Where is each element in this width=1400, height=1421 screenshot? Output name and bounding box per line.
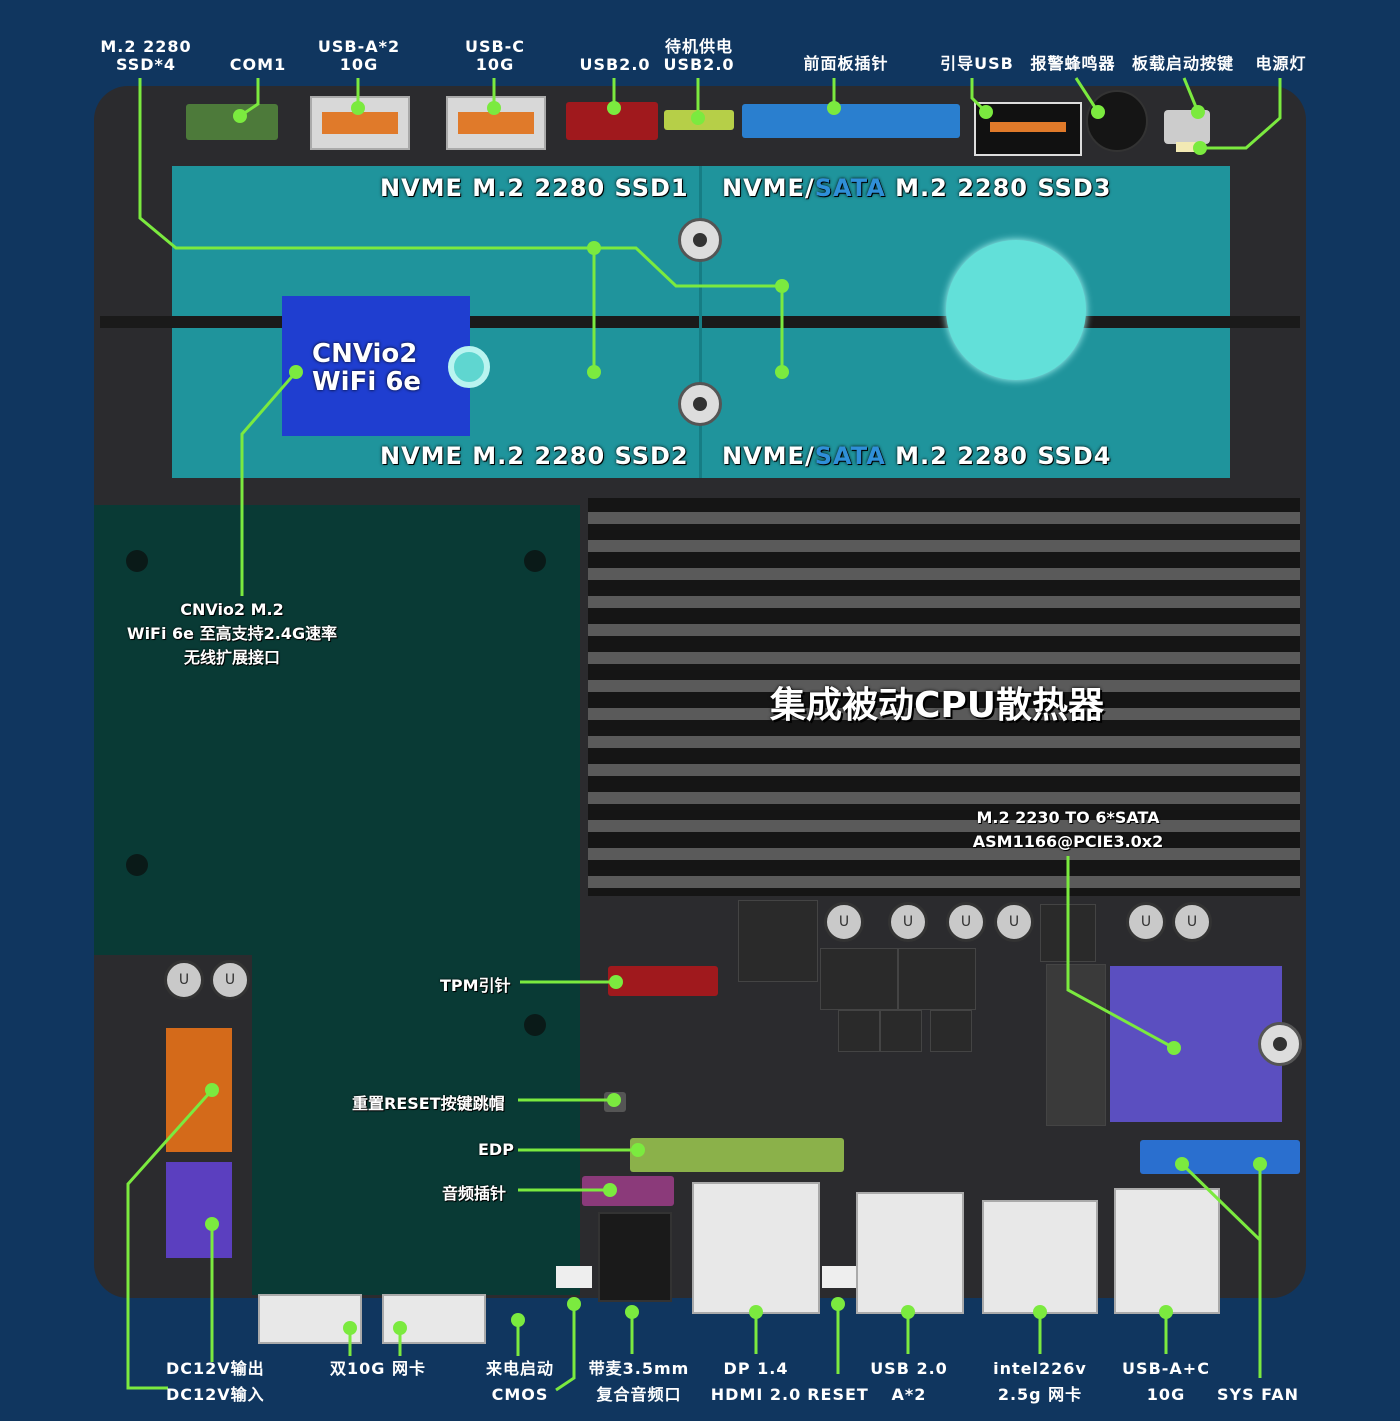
label-boot-usb: 引导USB	[940, 54, 1014, 73]
sata-card-screw	[1258, 1022, 1302, 1066]
wifi-module	[282, 296, 470, 436]
sys-fan-header	[1140, 1140, 1300, 1174]
audio-header-tag: 音频插针	[442, 1184, 507, 1203]
capacitor: U	[1126, 902, 1166, 942]
tpm-header	[608, 966, 718, 996]
buzzer-component	[1086, 90, 1148, 152]
capacitor: U	[164, 960, 204, 1000]
reset-jumper-tag: 重置RESET按键跳帽	[352, 1094, 505, 1113]
card-mount-hole	[126, 550, 148, 572]
card-mount-hole	[524, 550, 546, 572]
wifi-screw	[448, 346, 490, 388]
com1-header	[186, 104, 278, 140]
tpm-tag: TPM引针	[440, 976, 511, 995]
intel226v-nic-port	[982, 1200, 1098, 1314]
chip	[838, 1010, 880, 1052]
capacitor: U	[1172, 902, 1212, 942]
ssd-screw-bottom	[678, 382, 722, 426]
label-onboard-power-btn: 板载启动按键	[1131, 54, 1234, 73]
ssd4-label: NVME/SATA M.2 2280 SSD4	[722, 442, 1112, 470]
edp-header	[630, 1138, 844, 1172]
ssd3-label: NVME/SATA M.2 2280 SSD3	[722, 174, 1112, 202]
label-sys-fan: SYS FAN	[1216, 1385, 1300, 1404]
audio-jack	[598, 1212, 672, 1302]
ssd2-label: NVME M.2 2280 SSD2	[380, 442, 689, 470]
expansion-card-lower	[252, 955, 580, 1295]
capacitor: U	[946, 902, 986, 942]
card-mount-hole	[126, 854, 148, 876]
capacitor: U	[994, 902, 1034, 942]
label-com1: COM1	[229, 55, 287, 74]
capacitor: U	[824, 902, 864, 942]
label-front-panel: 前面板插针	[803, 54, 889, 73]
sata-callout: M.2 2230 TO 6*SATA ASM1166@PCIE3.0x2	[972, 808, 1164, 851]
capacitor: U	[210, 960, 250, 1000]
chip	[930, 1010, 972, 1052]
card-mount-hole	[524, 1014, 546, 1036]
label-dual-10g: 双10G 网卡	[330, 1359, 426, 1378]
expansion-card	[94, 505, 580, 955]
label-usb20: USB2.0	[579, 55, 651, 74]
ssd-screw-top	[678, 218, 722, 262]
edp-tag: EDP	[478, 1140, 514, 1159]
chip	[738, 900, 818, 982]
ssd1-label: NVME M.2 2280 SSD1	[380, 174, 689, 202]
wifi-callout: CNVio2 M.2 WiFi 6e 至高支持2.4G速率 无线扩展接口	[126, 600, 338, 667]
chip	[880, 1010, 922, 1052]
chip	[898, 948, 976, 1010]
reset-button	[822, 1266, 858, 1288]
sata-adapter-card	[1110, 966, 1282, 1122]
label-buzzer: 报警蜂鸣器	[1030, 54, 1116, 73]
ssd-divider-vertical	[699, 166, 702, 478]
chip	[820, 948, 898, 1010]
10g-nic-port	[258, 1294, 362, 1344]
label-power-led: 电源灯	[1255, 54, 1307, 73]
thermal-pad	[946, 240, 1086, 380]
capacitor: U	[888, 902, 928, 942]
usb-ac-10g-port	[1114, 1188, 1220, 1314]
power-led-indicator	[1176, 142, 1196, 152]
m2-2230-slot	[1046, 964, 1106, 1126]
heatsink-label: 集成被动CPU散热器	[770, 685, 1105, 726]
usb20-a2-port	[856, 1192, 964, 1314]
dc12v-input-connector	[166, 1162, 232, 1258]
front-panel-header	[742, 104, 960, 138]
label-reset: RESET	[807, 1385, 869, 1404]
cpu-heatsink	[588, 498, 1300, 896]
cmos-jumper	[556, 1266, 592, 1288]
dp-hdmi-port	[692, 1182, 820, 1314]
